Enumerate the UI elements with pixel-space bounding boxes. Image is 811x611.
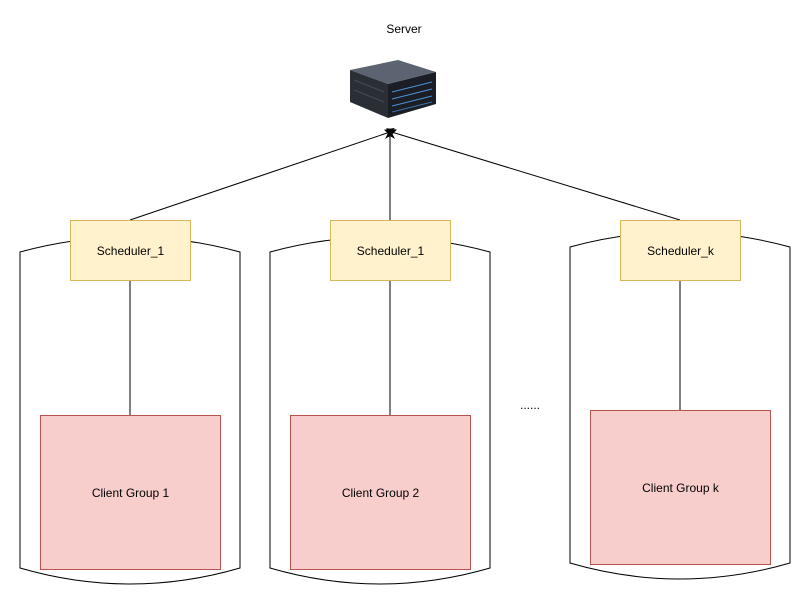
server-label: Server <box>386 22 422 36</box>
scheduler-box-2: Scheduler_1 <box>330 220 451 281</box>
server-rack-icon <box>350 60 436 118</box>
scheduler-box-1: Scheduler_1 <box>70 220 191 281</box>
client-group-box-k: Client Group k <box>590 410 771 565</box>
arrow-k <box>384 127 681 221</box>
scheduler-box-k: Scheduler_k <box>620 220 741 281</box>
client-group-box-1: Client Group 1 <box>40 415 221 570</box>
arrow-1 <box>129 128 397 221</box>
client-group-box-2: Client Group 2 <box>290 415 471 570</box>
ellipsis-label: ...... <box>519 398 540 412</box>
